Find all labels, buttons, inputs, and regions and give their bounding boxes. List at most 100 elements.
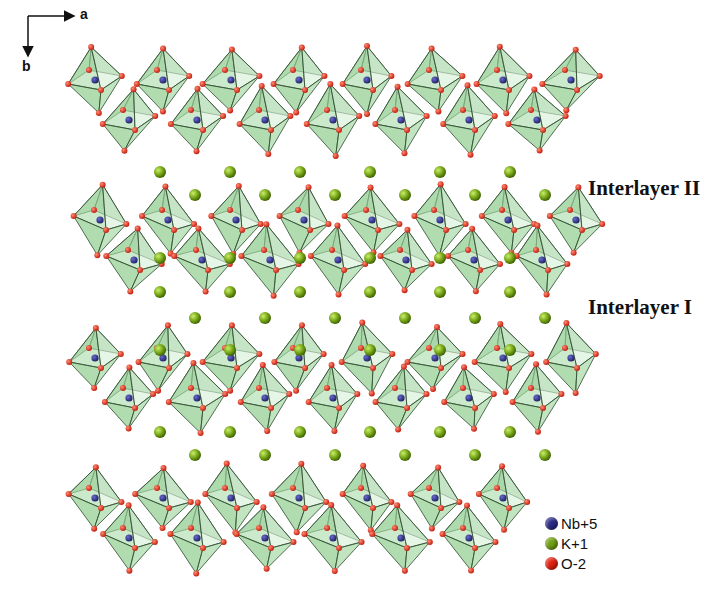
o-atom [193, 570, 199, 576]
o-atom [277, 213, 283, 219]
o-atom [411, 213, 417, 219]
octahedron-face [472, 229, 500, 270]
k-atom [154, 166, 166, 178]
nb-atom [538, 256, 545, 263]
octahedron-face [508, 124, 543, 151]
o-atom [474, 81, 480, 87]
octahedron-face [476, 264, 500, 291]
o-atom [494, 485, 500, 491]
o-atom [431, 207, 437, 213]
k-atom [469, 189, 481, 201]
octahedron-face [332, 365, 358, 408]
o-atom [260, 504, 266, 510]
o-atom [200, 127, 206, 133]
o-atom [473, 288, 479, 294]
o-atom [524, 499, 530, 505]
o-atom [402, 287, 408, 293]
nb-atom [261, 394, 268, 401]
octahedron-face [375, 124, 407, 153]
o-atom [472, 545, 478, 551]
o-atom [227, 388, 233, 394]
o-atom [256, 385, 262, 391]
o-atom [358, 345, 364, 351]
o-atom [234, 87, 240, 93]
o-atom [465, 82, 471, 88]
o-atom [494, 345, 500, 351]
o-atom [222, 485, 228, 491]
o-atom [467, 152, 473, 158]
nb-atom [567, 76, 574, 83]
nb-atom [125, 116, 132, 123]
o-atom [324, 107, 330, 113]
o-atom [166, 505, 172, 511]
o-atom [160, 108, 166, 114]
nb-atom [397, 394, 404, 401]
nb-atom [465, 534, 472, 541]
o-atom [234, 531, 240, 537]
o-atom [126, 365, 132, 371]
o-atom [427, 539, 433, 545]
o-atom [472, 405, 478, 411]
nb-atom [397, 534, 404, 541]
octahedron-face [376, 367, 408, 408]
o-atom [71, 213, 77, 219]
o-atom [506, 505, 512, 511]
o-atom [573, 390, 579, 396]
k-atom [329, 449, 341, 461]
o-atom [392, 107, 398, 113]
o-atom [323, 499, 329, 505]
o-atom [579, 227, 585, 233]
o-atom [497, 321, 503, 327]
k-atom [294, 166, 306, 178]
octahedron-face [263, 507, 293, 548]
o-atom [120, 525, 126, 531]
nb-atom [368, 216, 375, 223]
o-atom [256, 73, 262, 79]
o-atom [103, 227, 109, 233]
legend-row: Nb+5 [545, 515, 597, 532]
o-atom [165, 322, 171, 328]
o-atom [534, 223, 540, 229]
o-atom [472, 127, 478, 133]
o-atom [184, 351, 190, 357]
o-atom [136, 359, 142, 365]
o-atom [567, 207, 573, 213]
o-atom [193, 247, 199, 253]
octahedron-face [227, 464, 257, 508]
k-atom [539, 189, 551, 201]
o-atom [356, 113, 362, 119]
o-atom [171, 227, 177, 233]
octahedron-face [576, 354, 596, 393]
o-atom [167, 531, 173, 537]
nb-atom [96, 216, 103, 223]
o-atom [234, 505, 240, 511]
octahedron-face [164, 468, 191, 508]
octahedron-face [542, 50, 577, 90]
o-atom [100, 531, 106, 537]
o-atom [402, 568, 408, 574]
o-atom [543, 359, 549, 365]
octahedron-face [163, 49, 189, 91]
o-atom [162, 183, 168, 189]
o-atom [188, 385, 194, 391]
octahedron-face [103, 89, 135, 130]
o-atom [66, 491, 72, 497]
nb-atom [572, 216, 579, 223]
o-atom [368, 185, 374, 191]
o-atom [271, 359, 277, 365]
k-atom [224, 344, 236, 356]
nb-atom [465, 116, 472, 123]
k-atom [539, 312, 551, 324]
o-atom [256, 107, 262, 113]
nb-atom [533, 116, 540, 123]
octahedron-face [397, 505, 430, 548]
octahedron-face [311, 256, 344, 295]
k-atom [469, 449, 481, 461]
o-atom [126, 425, 132, 431]
o-atom [118, 499, 124, 505]
o-atom [435, 465, 441, 471]
o-atom [329, 362, 335, 368]
o-atom [195, 86, 201, 92]
o-atom [359, 320, 365, 326]
o-atom [392, 525, 398, 531]
